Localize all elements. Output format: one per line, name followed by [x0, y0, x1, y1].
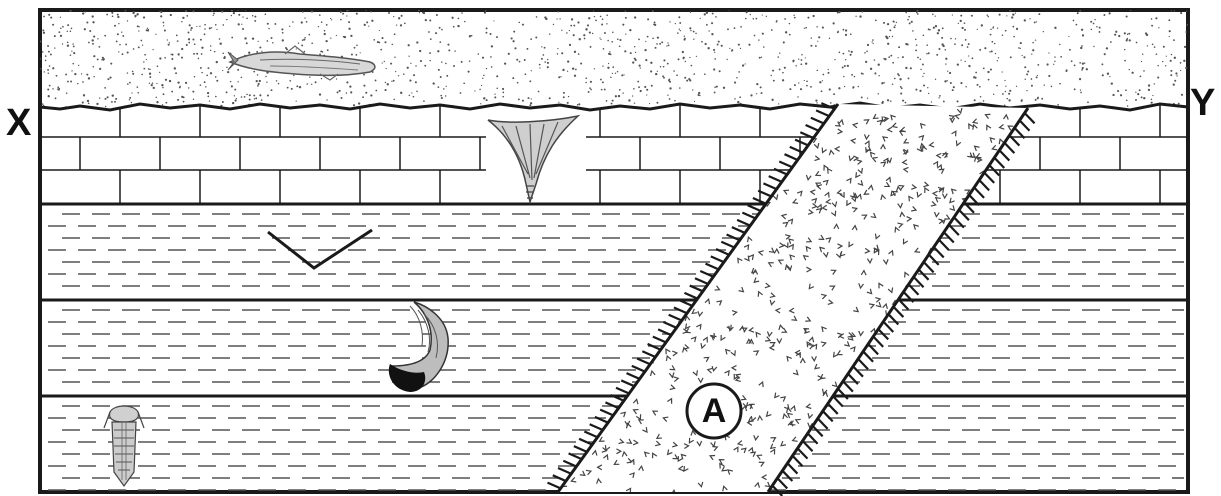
left-edge-label: X [6, 104, 31, 142]
intrusion-label: A [687, 384, 741, 438]
right-edge-label: Y [1190, 84, 1215, 122]
